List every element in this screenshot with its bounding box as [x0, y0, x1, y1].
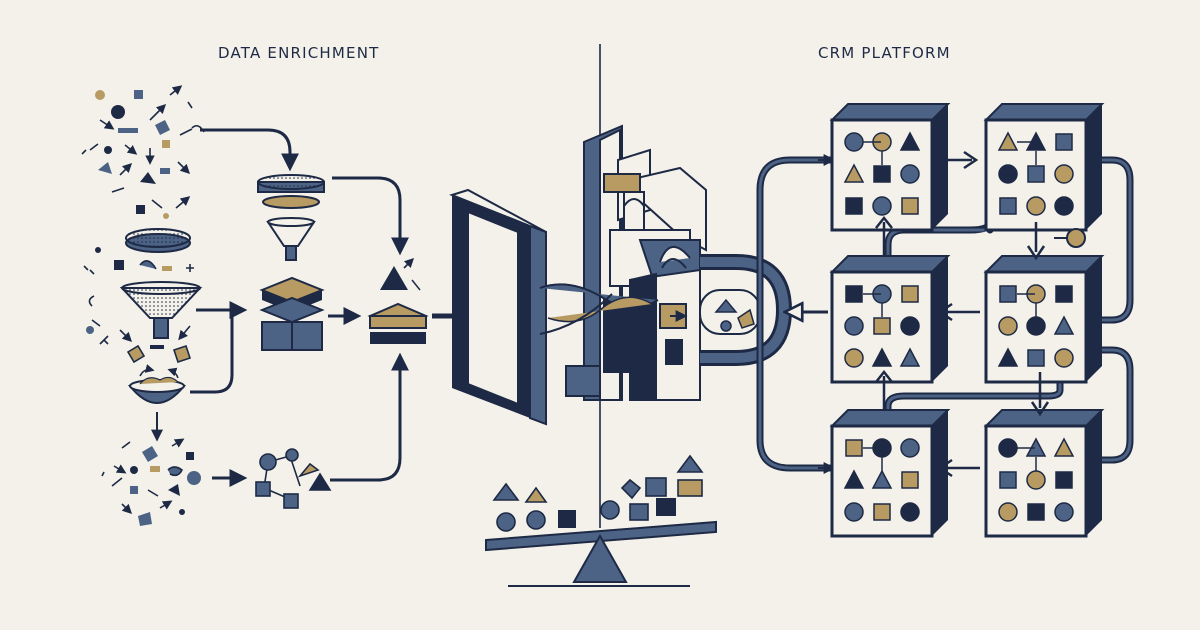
data-node	[901, 197, 919, 215]
data-node	[901, 471, 919, 489]
database-box-icon	[829, 255, 951, 384]
raw-data-scatter-bottom	[101, 438, 201, 526]
enriched-output-icon	[367, 257, 429, 344]
data-node	[1054, 196, 1074, 216]
data-node	[900, 502, 920, 522]
data-node	[999, 197, 1017, 215]
data-node	[998, 316, 1018, 336]
processing-loop-icon	[699, 254, 793, 366]
data-node	[1026, 316, 1046, 336]
data-node	[845, 285, 863, 303]
data-node	[1027, 349, 1045, 367]
data-node	[998, 438, 1018, 458]
data-node	[1053, 315, 1075, 335]
data-node	[843, 469, 865, 489]
data-node	[1054, 348, 1074, 368]
data-node	[1027, 503, 1045, 521]
data-node	[1026, 470, 1046, 490]
data-node	[899, 131, 921, 151]
data-node	[901, 285, 919, 303]
crm-inter-arrows	[875, 150, 1050, 478]
crm-boxes	[829, 103, 1105, 538]
data-node	[900, 316, 920, 336]
database-box-icon	[829, 409, 951, 538]
data-node	[844, 316, 864, 336]
database-box-icon	[829, 103, 951, 232]
raw-data-scatter-middle	[83, 247, 194, 307]
gateway-door-icon	[449, 188, 547, 426]
flow-arrow-to-sieve	[200, 128, 299, 172]
balance-scale-icon	[485, 454, 717, 587]
flow-arrow-sieve-to-stack	[332, 176, 409, 256]
data-node	[999, 471, 1017, 489]
data-node	[900, 438, 920, 458]
data-node	[845, 439, 863, 457]
data-node	[871, 469, 893, 489]
flow-arrow-bowl-to-stack	[190, 308, 241, 394]
small-funnel-icon	[266, 217, 316, 261]
raw-data-scatter-top	[81, 85, 205, 219]
data-node	[873, 317, 891, 335]
database-box-icon	[983, 409, 1105, 538]
data-node	[873, 165, 891, 183]
data-node	[997, 131, 1019, 151]
data-node	[872, 196, 892, 216]
bowl-icon	[127, 364, 187, 404]
data-enrichment-heading: DATA ENRICHMENT	[218, 44, 380, 62]
data-node	[873, 503, 891, 521]
data-node	[1053, 437, 1075, 457]
raw-data-scatter-lower	[86, 319, 192, 364]
data-node	[997, 347, 1019, 367]
data-node	[844, 502, 864, 522]
crm-platform-heading: CRM PLATFORM	[818, 44, 951, 62]
data-node	[1055, 471, 1073, 489]
data-node	[900, 164, 920, 184]
data-node	[998, 164, 1018, 184]
funnel-icon	[119, 281, 203, 349]
data-node	[1055, 133, 1073, 151]
central-processing-structure	[539, 124, 707, 401]
data-node	[871, 347, 893, 367]
flow-arrow-graph-to-output	[330, 352, 409, 482]
data-node	[998, 502, 1018, 522]
data-node	[1054, 164, 1074, 184]
data-node	[845, 197, 863, 215]
data-node	[1026, 196, 1046, 216]
data-node	[1054, 502, 1074, 522]
data-node	[1055, 285, 1073, 303]
crm-node-circles	[1054, 228, 1086, 248]
stack-icon	[259, 276, 325, 351]
database-box-icon	[983, 103, 1105, 232]
data-node	[843, 163, 865, 183]
database-box-icon	[983, 255, 1105, 384]
data-node	[999, 285, 1017, 303]
sieve-stack-icon	[257, 174, 325, 209]
data-node	[1027, 165, 1045, 183]
data-node	[844, 348, 864, 368]
data-node	[899, 347, 921, 367]
sieve-icon	[125, 228, 191, 253]
data-node	[844, 132, 864, 152]
connection-graph-icon	[255, 448, 332, 509]
